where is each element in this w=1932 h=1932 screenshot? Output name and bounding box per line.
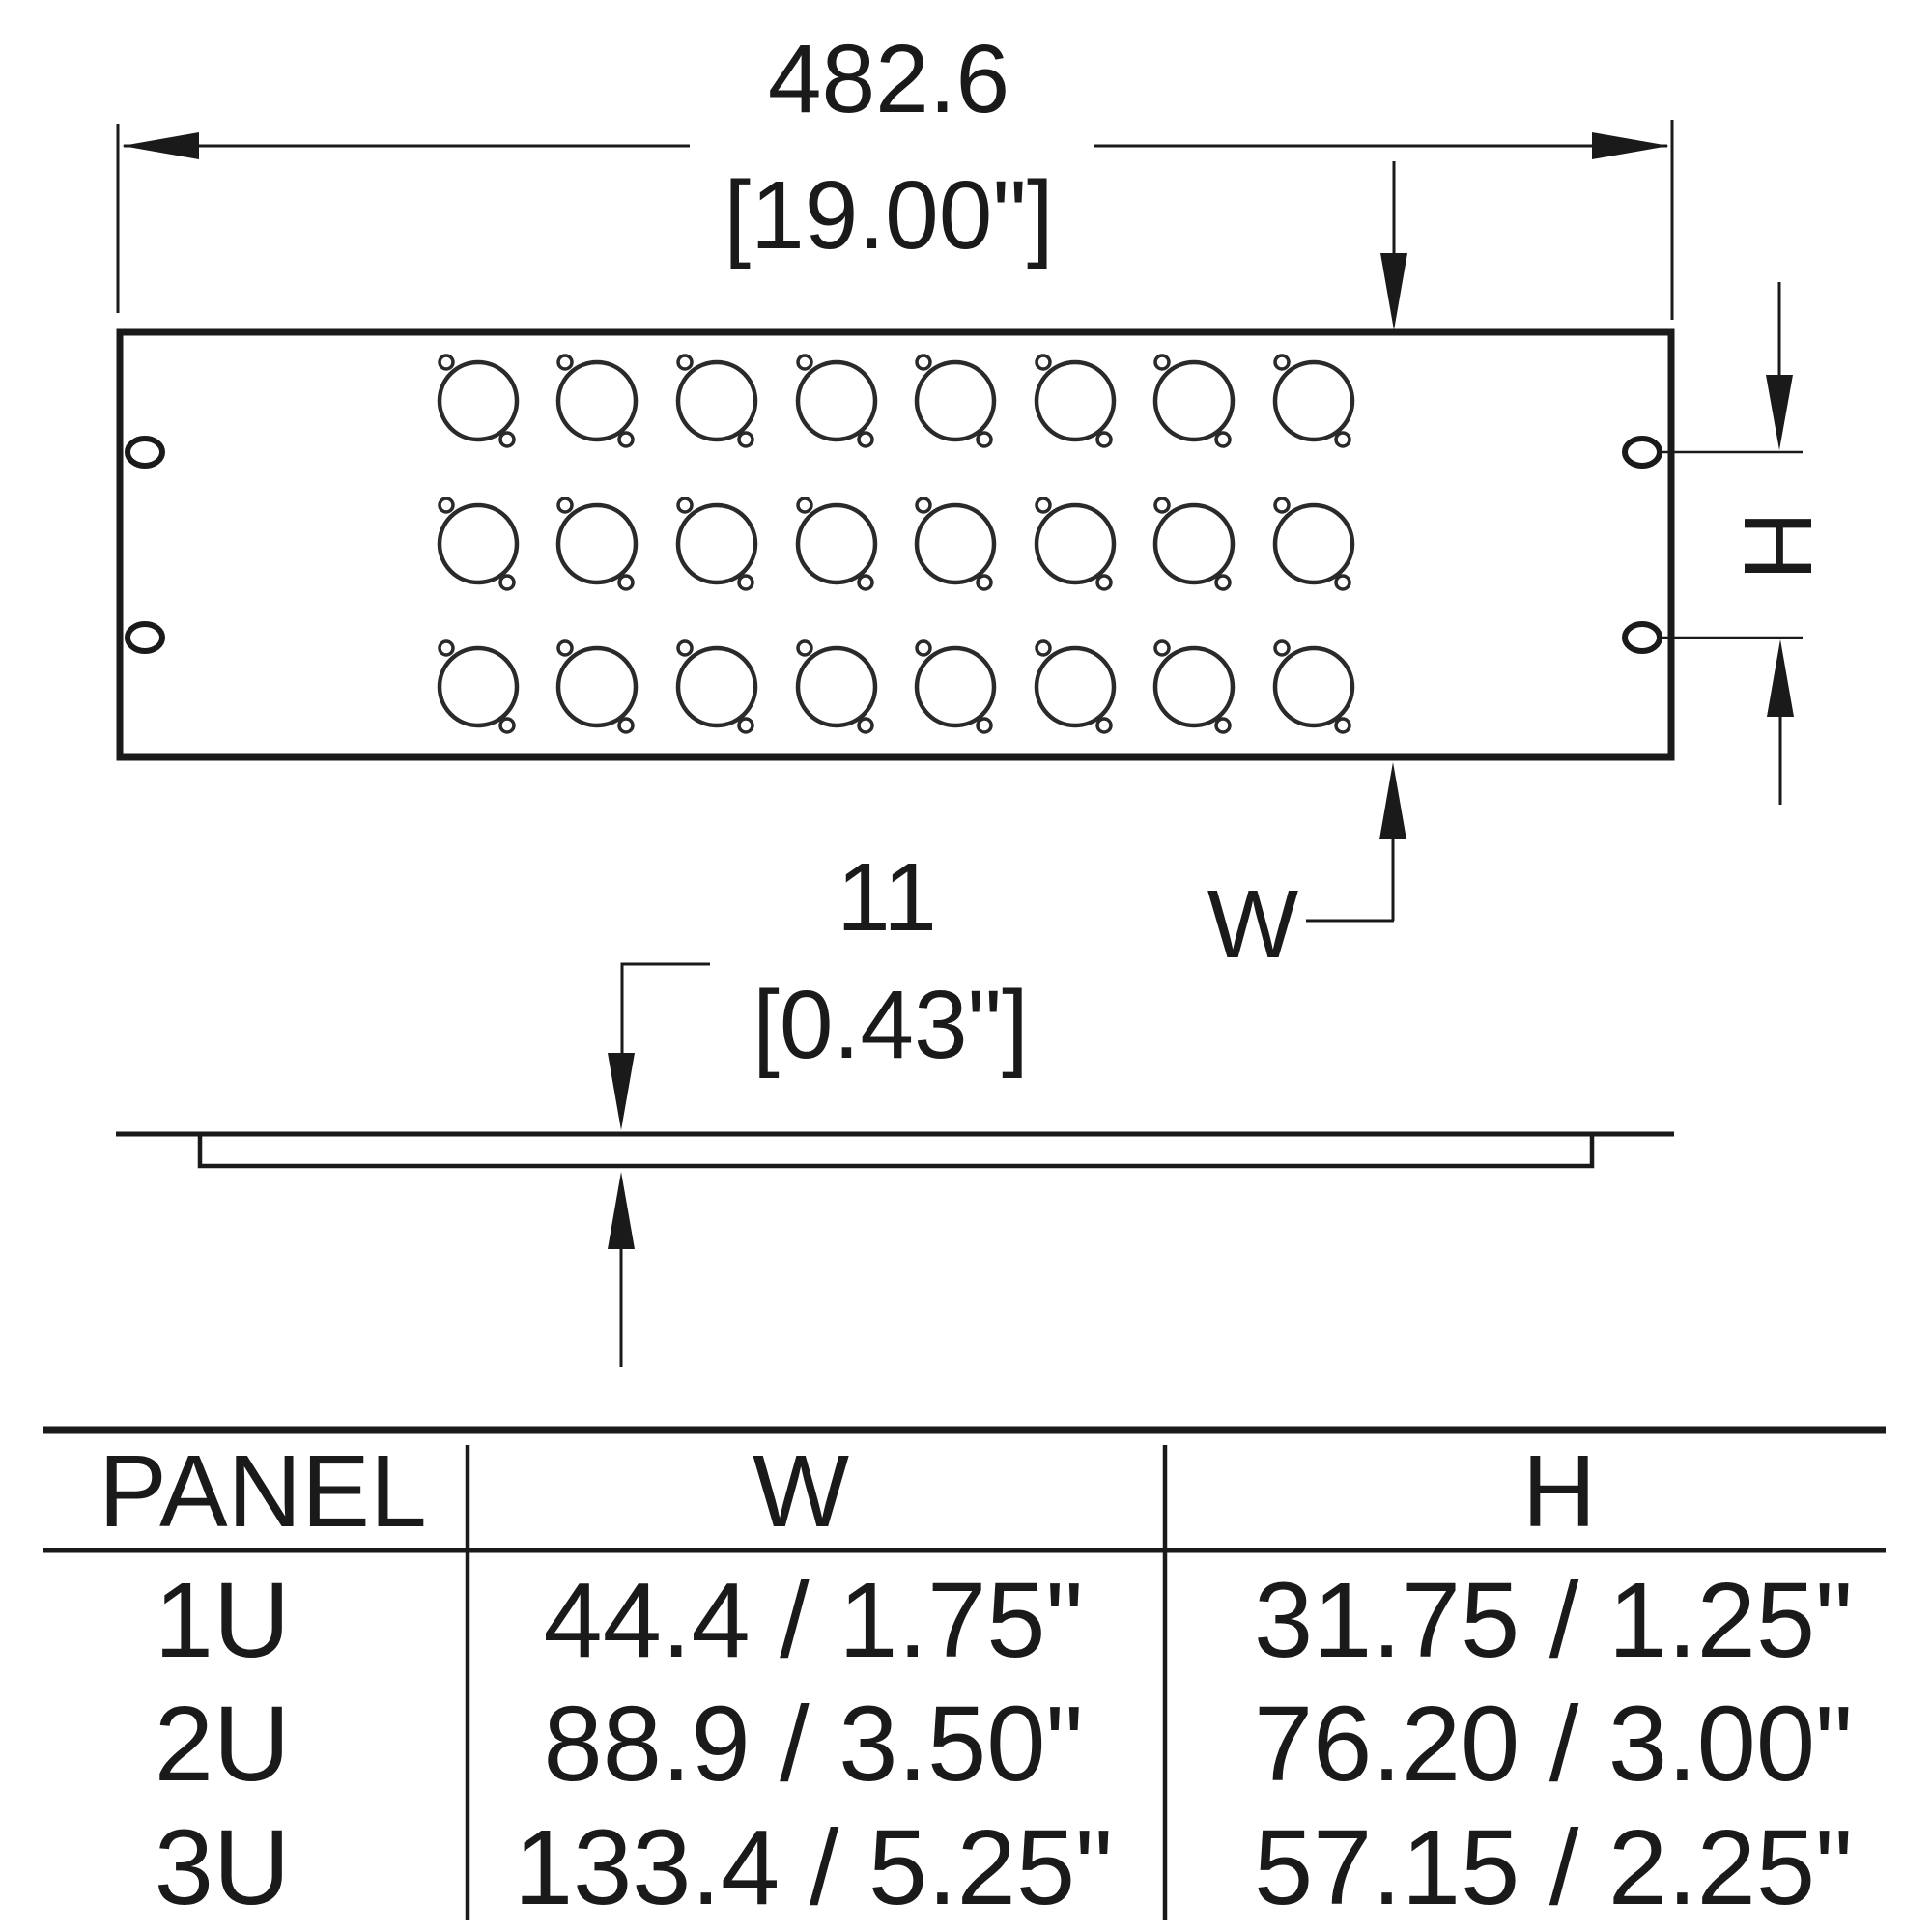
mount-slot-top-left xyxy=(125,436,165,469)
width-dimension: 482.6 [19.00"] xyxy=(116,25,1674,320)
dimension-width-inches: [19.00"] xyxy=(724,161,1053,270)
cell-h-3u: 57.15 / 2.25" xyxy=(1254,1808,1853,1927)
spec-table: PANEL W H 1U 44.4 / 1.75" 31.75 / 1.25" … xyxy=(43,1426,1886,1927)
h-arrowhead-up-icon xyxy=(1767,639,1794,717)
cell-w-3u: 133.4 / 5.25" xyxy=(514,1808,1113,1927)
cell-w-1u: 44.4 / 1.75" xyxy=(544,1561,1084,1680)
cell-panel-1u: 1U xyxy=(155,1561,291,1680)
h-arrowhead-down-icon xyxy=(1766,375,1793,450)
table-header-panel: PANEL xyxy=(99,1435,427,1548)
side-view: 11 [0.43"] xyxy=(116,843,1674,1367)
arrowhead-right-icon xyxy=(1592,132,1669,159)
cell-panel-2u: 2U xyxy=(155,1685,291,1804)
cell-w-2u: 88.9 / 3.50" xyxy=(544,1685,1084,1804)
arrowhead-left-icon xyxy=(122,132,199,159)
thickness-leader-elbow xyxy=(620,962,710,1055)
w-label: W xyxy=(1208,870,1299,979)
table-row: 3U 133.4 / 5.25" 57.15 / 2.25" xyxy=(155,1808,1853,1927)
w-arrowhead-up-icon xyxy=(1379,762,1406,839)
front-view: 482.6 [19.00"] W H xyxy=(116,25,1832,979)
cell-h-2u: 76.20 / 3.00" xyxy=(1254,1685,1853,1804)
mount-slot-top-right xyxy=(1622,436,1662,469)
dimension-thickness-inches: [0.43"] xyxy=(753,971,1029,1079)
h-dimension: H xyxy=(1662,282,1832,805)
cell-panel-3u: 3U xyxy=(155,1808,291,1927)
mount-slot-bottom-right xyxy=(1622,621,1662,654)
dimension-width-mm: 482.6 xyxy=(768,25,1009,133)
panel-outline xyxy=(116,328,1675,761)
thickness-arrowhead-up-icon xyxy=(608,1172,635,1249)
thickness-dimension: 11 [0.43"] xyxy=(608,843,1029,1367)
cell-h-1u: 31.75 / 1.25" xyxy=(1254,1561,1853,1680)
table-row: 2U 88.9 / 3.50" 76.20 / 3.00" xyxy=(155,1685,1853,1804)
mount-slot-bottom-left xyxy=(125,621,165,654)
w-dimension: W xyxy=(1208,161,1407,979)
side-view-back-profile xyxy=(197,1136,1595,1169)
w-arrowhead-down-icon xyxy=(1380,253,1407,330)
table-row: 1U 44.4 / 1.75" 31.75 / 1.25" xyxy=(155,1561,1853,1680)
dimension-thickness-mm: 11 xyxy=(837,843,937,952)
table-header-w: W xyxy=(753,1435,849,1548)
thickness-arrowhead-down-icon xyxy=(608,1053,635,1130)
table-header-h: H xyxy=(1522,1435,1597,1548)
h-label: H xyxy=(1723,511,1832,581)
